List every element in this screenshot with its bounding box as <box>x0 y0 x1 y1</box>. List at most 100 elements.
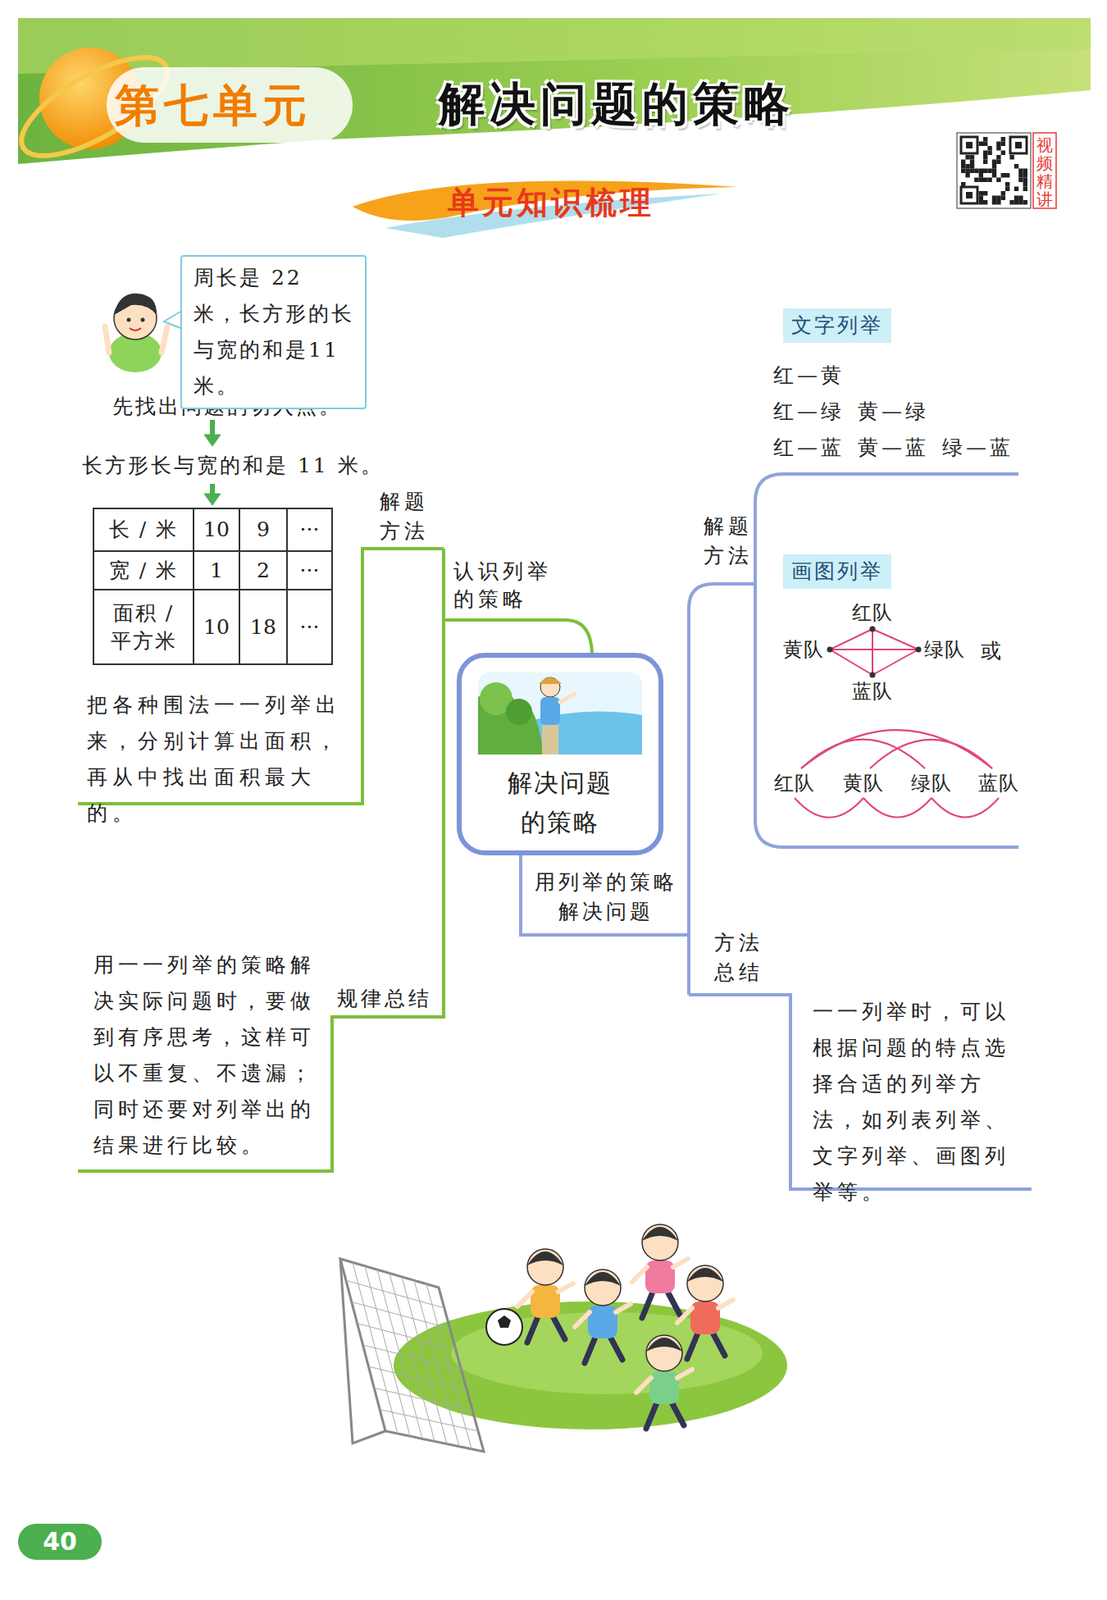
qr-module <box>979 173 984 178</box>
table-cell: 10 <box>193 508 240 552</box>
qr-module <box>996 159 1001 165</box>
table-cell: 9 <box>239 508 287 552</box>
kid-head <box>527 1248 564 1285</box>
cell-text: ··· <box>300 556 320 585</box>
qr-module <box>983 159 988 165</box>
node-text: 蓝队 <box>978 770 1020 796</box>
qr-module <box>1023 168 1028 174</box>
table-cell: 宽 / 米 <box>93 551 194 590</box>
qr-finder <box>961 136 978 154</box>
team-node: 蓝队 <box>849 678 896 705</box>
qr-module <box>1001 150 1006 156</box>
boy-icon <box>104 293 168 373</box>
table-cell: 2 <box>239 551 287 590</box>
qr-module <box>974 177 979 183</box>
center-node: 解决问题的策略 <box>456 652 664 856</box>
branch-label: 规律总结 <box>337 980 433 1017</box>
qr-module <box>1001 191 1006 196</box>
method-box: 文字列举 <box>783 308 892 343</box>
kid-hair <box>527 1251 564 1266</box>
video-tag-text: 视频精讲 <box>1036 136 1053 209</box>
branch-label: 认识列举的策略 <box>453 557 556 614</box>
goal-net <box>346 1261 479 1449</box>
connector <box>871 628 874 675</box>
unit-number: 第七单元 <box>114 77 312 135</box>
decor-path <box>104 326 110 353</box>
node-dot <box>870 626 876 633</box>
qr-module <box>965 164 970 169</box>
qr-module <box>1023 182 1028 187</box>
table-cell: 长 / 米 <box>93 508 194 552</box>
kid-body <box>587 1305 618 1339</box>
table-cell: 18 <box>239 589 287 665</box>
team-node: 黄队 <box>780 636 827 663</box>
qr-module <box>1014 200 1019 205</box>
pair-text: 红—蓝 <box>773 429 845 466</box>
center-illustration <box>461 664 659 763</box>
qr-module <box>992 168 997 174</box>
qr-module <box>996 141 1001 147</box>
qr-module <box>983 200 988 205</box>
ball <box>486 1308 523 1345</box>
qr-module <box>992 159 997 165</box>
video-tag <box>1033 132 1057 209</box>
net-line <box>401 1276 447 1445</box>
pair-text: 红—绿 <box>773 393 845 430</box>
kid-hair <box>642 1226 679 1241</box>
section-heading: 单元知识梳理 <box>387 182 716 224</box>
branch-label: 方法总结 <box>714 928 767 988</box>
decor-line <box>209 419 215 437</box>
decor-path <box>443 619 593 653</box>
cell-text: 10 <box>203 613 230 642</box>
decor-ellipse <box>393 1301 788 1430</box>
kid-leg <box>584 1334 623 1363</box>
qr-module <box>961 159 966 165</box>
kid-body <box>645 1260 675 1294</box>
node-text: 红队 <box>851 600 893 625</box>
qr-module <box>1018 200 1023 205</box>
kid-head <box>584 1269 621 1306</box>
branch-label: 用列举的策略解决问题 <box>533 867 679 927</box>
cell-text: 面积 / 平方米 <box>105 599 182 656</box>
qr-module <box>1005 186 1010 192</box>
qr-module <box>996 177 1001 183</box>
kid-body <box>649 1371 679 1404</box>
kid-arm <box>632 1258 688 1282</box>
qr-module <box>979 195 984 201</box>
kid-arm <box>574 1303 631 1327</box>
man-shirt <box>540 697 561 725</box>
node-text: 周长是 22 米，长方形的长与宽的和是11米。 <box>193 259 357 405</box>
node-text: 蓝队 <box>851 678 893 704</box>
branch-label: 解题方法 <box>379 487 433 547</box>
kid-leg <box>527 1314 565 1343</box>
qr-module <box>979 168 984 174</box>
decor-line <box>93 588 333 591</box>
decor-line <box>238 508 241 665</box>
table-grid <box>93 508 333 665</box>
decor-path <box>204 434 221 447</box>
soccer-scene <box>340 1224 788 1452</box>
step-text: 长方形长与宽的和是 11 米。 <box>82 447 384 484</box>
node-text: 黄队 <box>783 637 825 662</box>
kid-hair <box>687 1267 724 1282</box>
team-node: 绿队 <box>921 636 968 663</box>
decor-line <box>192 508 195 665</box>
decor-path <box>340 1258 386 1444</box>
qr-module <box>970 164 975 169</box>
table-cell: 10 <box>193 589 240 665</box>
kid-head <box>642 1224 679 1261</box>
node-text: 红队 <box>774 770 816 796</box>
qr-module <box>979 177 984 183</box>
qr-module <box>992 200 997 205</box>
qr-module <box>1023 173 1028 178</box>
table-cell: ··· <box>287 551 333 590</box>
connector <box>829 649 873 675</box>
qr-module <box>961 164 966 169</box>
tree <box>505 698 533 725</box>
kids <box>517 1224 734 1429</box>
team-node: 红队 <box>849 599 896 626</box>
node-text: 画图列举 <box>791 556 884 587</box>
note-text: 把各种围法一一列举出来，分别计算出面积，再从中找出面积最大的。 <box>86 687 345 832</box>
qr-module <box>987 150 992 156</box>
